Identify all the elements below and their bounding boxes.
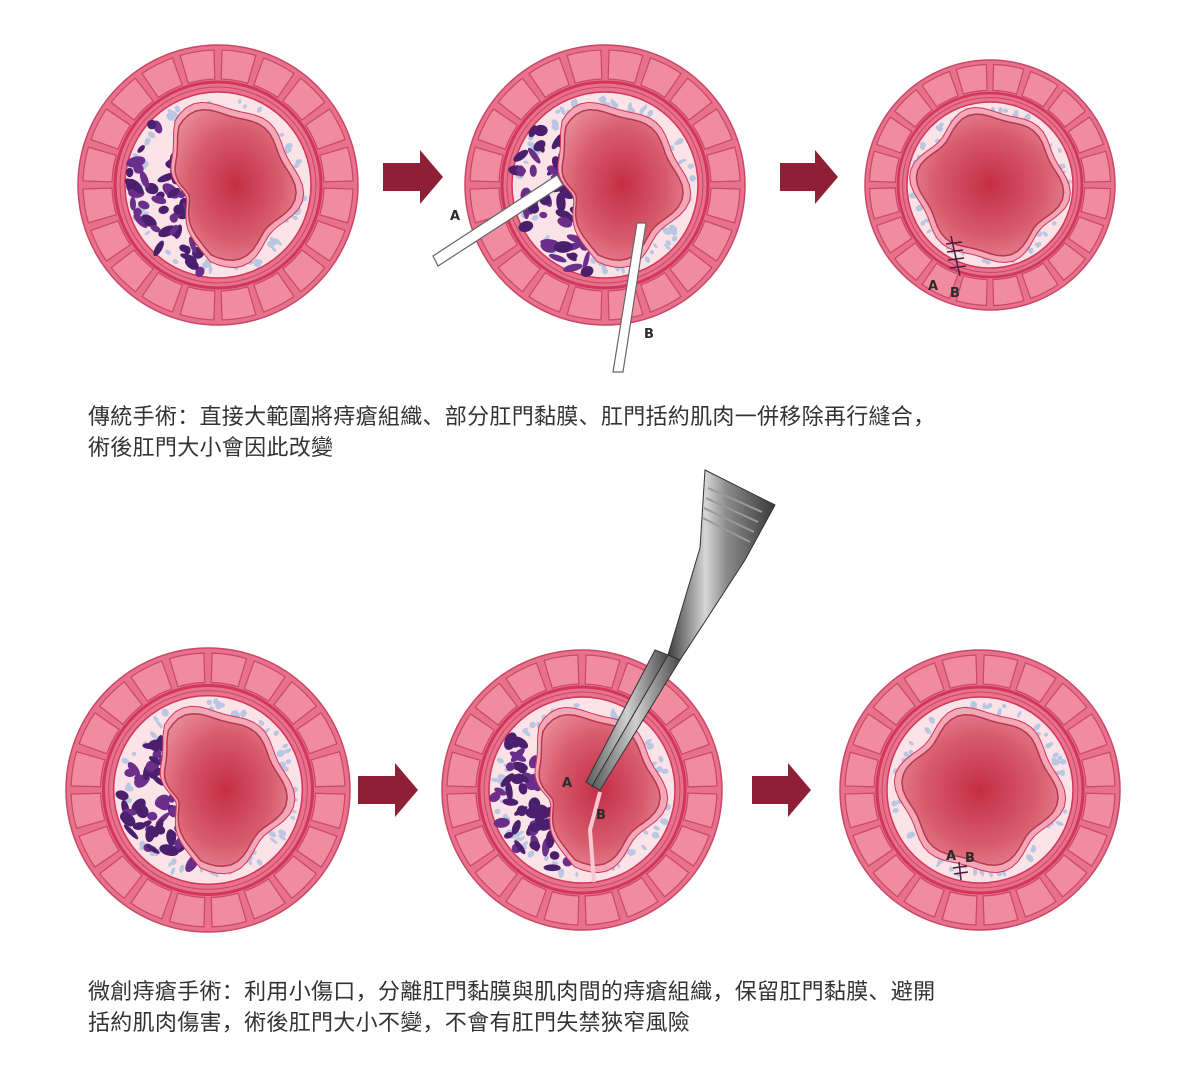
surgical-instrument bbox=[585, 469, 776, 791]
traditional-after-cross-section bbox=[864, 59, 1116, 311]
marker-a: A bbox=[946, 849, 956, 864]
suture-marks bbox=[945, 235, 967, 277]
traditional-before-cross-section bbox=[77, 44, 359, 326]
suture-marks bbox=[952, 861, 969, 881]
marker-a: A bbox=[562, 776, 572, 791]
caption-line: 微創痔瘡手術：利用小傷口，分離肛門黏膜與肌肉間的痔瘡組織，保留肛門黏膜、避開 bbox=[88, 980, 936, 1005]
traditional-surgery-caption: 傳統手術：直接大範圍將痔瘡組織、部分肛門黏膜、肛門括約肌肉一併移除再行縫合， 術… bbox=[88, 402, 935, 464]
traditional-incision-cross-section bbox=[464, 44, 746, 326]
incision-line-b bbox=[612, 222, 647, 373]
step-arrow bbox=[358, 763, 418, 817]
marker-b: B bbox=[644, 327, 654, 342]
step-arrow bbox=[383, 150, 443, 204]
incision-line-a bbox=[432, 174, 564, 267]
marker-b: B bbox=[950, 286, 960, 301]
mi-dissection-cross-section bbox=[441, 649, 723, 931]
mi-before-cross-section bbox=[65, 647, 351, 933]
caption-line: 括約肌肉傷害，術後肛門大小不變，不會有肛門失禁狹窄風險 bbox=[88, 1011, 691, 1036]
marker-a: A bbox=[450, 209, 460, 224]
mi-after-cross-section bbox=[839, 649, 1121, 931]
step-arrow bbox=[780, 150, 838, 204]
caption-line: 術後肛門大小會因此改變 bbox=[88, 436, 334, 461]
marker-a: A bbox=[928, 279, 938, 294]
minimally-invasive-caption: 微創痔瘡手術：利用小傷口，分離肛門黏膜與肌肉間的痔瘡組織，保留肛門黏膜、避開 括… bbox=[88, 977, 935, 1039]
marker-b: B bbox=[596, 808, 606, 823]
marker-b: B bbox=[965, 851, 975, 866]
step-arrow bbox=[752, 763, 811, 817]
caption-line: 傳統手術：直接大範圍將痔瘡組織、部分肛門黏膜、肛門括約肌肉一併移除再行縫合， bbox=[88, 405, 936, 430]
